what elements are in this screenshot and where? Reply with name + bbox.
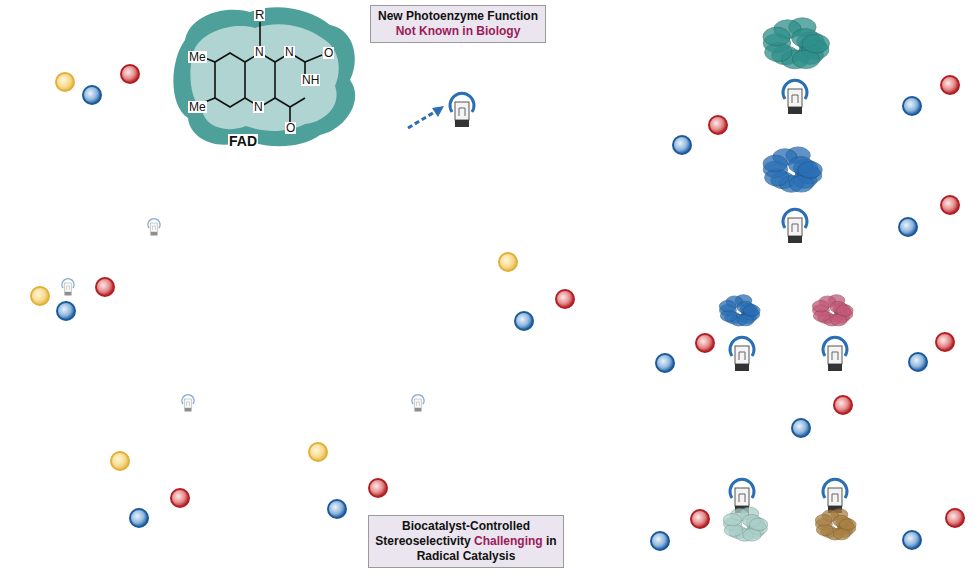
- protein-cartoon: [719, 295, 760, 326]
- substituent-sphere: [328, 500, 346, 518]
- atom-label: N: [253, 101, 264, 113]
- protein-cartoon: [763, 147, 822, 192]
- light-bulb-icon: [148, 219, 160, 236]
- light-bulb-icon: [783, 80, 807, 114]
- substituent-sphere: [696, 334, 714, 352]
- substituent-sphere: [556, 290, 574, 308]
- substituent-sphere: [903, 531, 921, 549]
- substituent-sphere: [903, 97, 921, 115]
- substituent-sphere: [691, 510, 709, 528]
- substituent-sphere: [709, 116, 727, 134]
- substituent-sphere: [96, 278, 114, 296]
- substituent-sphere: [651, 532, 669, 550]
- atom-label: Me: [188, 101, 207, 113]
- atom-label: R: [254, 8, 265, 21]
- substituent-sphere: [309, 443, 327, 461]
- protein-cartoon: [723, 507, 767, 541]
- box-text: New Photoenzyme Function: [377, 9, 539, 24]
- light-bulb-icon: [412, 395, 424, 412]
- substituent-sphere: [899, 218, 917, 236]
- substituent-sphere: [121, 65, 139, 83]
- light-arrow: [408, 106, 444, 128]
- atom-label: Me: [188, 51, 207, 63]
- substituent-sphere: [909, 353, 927, 371]
- highlight-box: Biocatalyst-Controlled Stereoselectivity…: [368, 515, 564, 568]
- protein-cartoon: [812, 295, 853, 326]
- light-bulb-icon: [450, 93, 474, 127]
- substituent-sphere: [515, 312, 533, 330]
- atom-label: NH: [301, 74, 320, 86]
- atom-label: O: [285, 122, 296, 134]
- substituent-sphere: [31, 287, 49, 305]
- substituent-sphere: [130, 509, 148, 527]
- substituent-sphere: [369, 479, 387, 497]
- substituent-sphere: [56, 73, 74, 91]
- atom-label: N: [254, 46, 265, 58]
- protein-cartoon: [763, 18, 830, 69]
- box-text: Not Known in Biology: [377, 24, 539, 39]
- substituent-sphere: [941, 76, 959, 94]
- substituent-sphere: [111, 452, 129, 470]
- substituent-sphere: [499, 253, 517, 271]
- atom-label: N: [284, 46, 295, 58]
- atom-label: O: [323, 47, 334, 59]
- light-bulb-icon: [783, 209, 807, 243]
- substituent-sphere: [171, 489, 189, 507]
- substituent-sphere: [673, 136, 691, 154]
- protein-cartoon: [815, 509, 856, 540]
- substituent-sphere: [792, 419, 810, 437]
- substituent-sphere: [834, 396, 852, 414]
- substituent-sphere: [656, 354, 674, 372]
- light-bulb-icon: [823, 337, 847, 371]
- light-bulb-icon: [730, 337, 754, 371]
- substituent-sphere: [941, 196, 959, 214]
- substituent-sphere: [946, 509, 964, 527]
- box-text: Challenging: [474, 534, 543, 548]
- substituent-sphere: [83, 86, 101, 104]
- flavin-structure: [205, 22, 322, 122]
- cofactor-name: FAD: [228, 134, 258, 148]
- highlight-box: New Photoenzyme FunctionNot Known in Bio…: [370, 5, 546, 43]
- light-bulb-icon: [182, 395, 194, 412]
- protein-cloud: [173, 7, 355, 146]
- substituent-sphere: [936, 333, 954, 351]
- light-bulb-icon: [62, 279, 74, 296]
- protein-cloud-halo: [190, 24, 338, 131]
- substituent-sphere: [57, 302, 75, 320]
- light-bulb-icon: [823, 479, 847, 513]
